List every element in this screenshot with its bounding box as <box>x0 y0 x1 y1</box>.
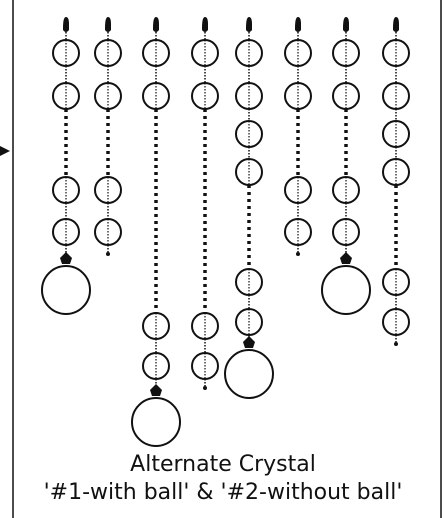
caption-title: Alternate Crystal <box>130 452 316 477</box>
ball-cap-icon <box>150 384 162 396</box>
end-bead <box>106 252 110 256</box>
ball-cap-icon <box>340 252 352 264</box>
crystal-ball <box>131 397 181 447</box>
crystal-ball <box>41 265 91 315</box>
hook-icon <box>393 17 399 32</box>
ball-cap-icon <box>60 252 72 264</box>
strand-8 <box>382 17 410 346</box>
ball-cap-icon <box>243 336 255 348</box>
strands <box>41 17 410 447</box>
strand-6 <box>284 17 312 256</box>
caption-subtitle: '#1-with ball' & '#2-without ball' <box>43 480 403 505</box>
crystal-ball <box>224 349 274 399</box>
strand-4 <box>191 17 219 390</box>
arrow-icon <box>0 146 10 156</box>
end-bead <box>394 342 398 346</box>
crystal-ball <box>321 265 371 315</box>
hook-icon <box>246 17 252 32</box>
hook-icon <box>343 17 349 32</box>
strand-5 <box>224 17 274 399</box>
strand-1 <box>41 17 91 315</box>
hook-icon <box>153 17 159 32</box>
hook-icon <box>63 17 69 32</box>
hook-icon <box>105 17 111 32</box>
strand-3 <box>131 17 181 447</box>
strand-2 <box>94 17 122 256</box>
hook-icon <box>202 17 208 32</box>
end-bead <box>203 386 207 390</box>
hook-icon <box>295 17 301 32</box>
end-bead <box>296 252 300 256</box>
strand-7 <box>321 17 371 315</box>
